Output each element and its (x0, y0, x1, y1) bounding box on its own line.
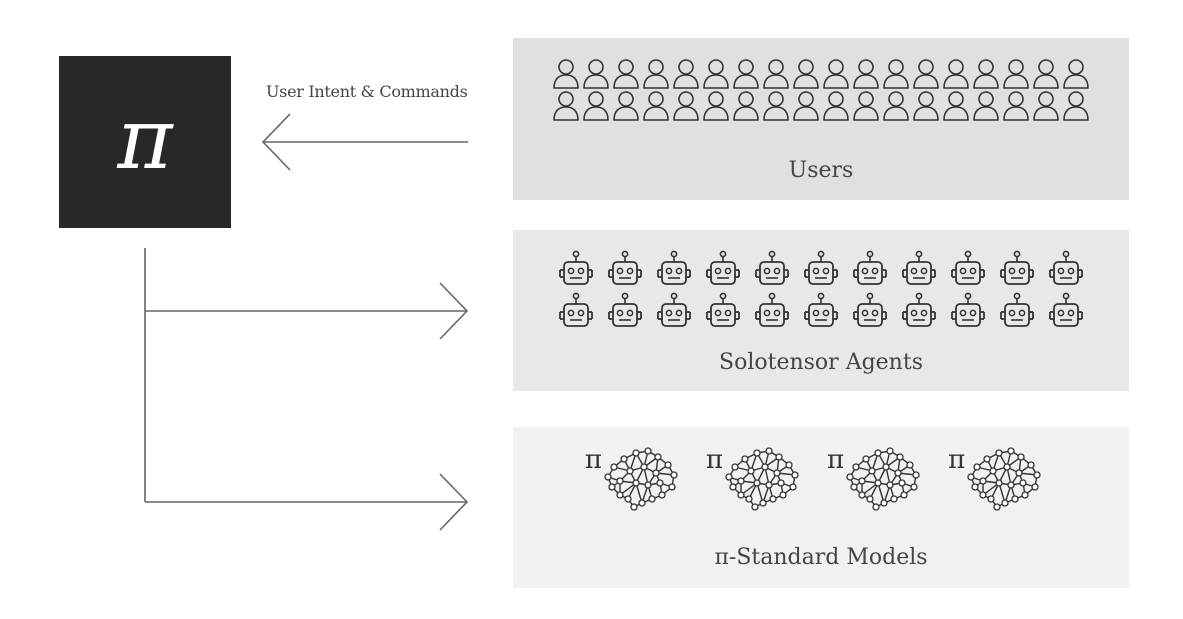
user-icon (641, 90, 671, 122)
robot-icon (1048, 292, 1084, 330)
users-label: Users (788, 158, 854, 183)
model-pi-prefix: π (948, 445, 966, 475)
robot-icon (754, 292, 790, 330)
agents-icon-row-2 (513, 292, 1129, 330)
pi-logo-glyph: π (117, 90, 173, 188)
user-icon (611, 90, 641, 122)
robot-icon (852, 250, 888, 288)
robot-icon (607, 292, 643, 330)
brain-network-icon (721, 445, 799, 511)
robot-icon (705, 292, 741, 330)
users-panel: Users (513, 38, 1129, 200)
models-panel: π π π π π-Standard Models (513, 427, 1129, 588)
user-icon (581, 90, 611, 122)
model-pi-prefix: π (584, 445, 602, 475)
user-icon (671, 90, 701, 122)
pi-logo-block: π (59, 56, 231, 228)
user-icon (1001, 58, 1031, 90)
agents-label: Solotensor Agents (719, 350, 923, 375)
user-icon (611, 58, 641, 90)
users-icon-row-1 (513, 58, 1129, 90)
robot-icon (558, 250, 594, 288)
user-icon (971, 90, 1001, 122)
agents-icon-row-1 (513, 250, 1129, 288)
user-icon (941, 58, 971, 90)
robot-icon (999, 250, 1035, 288)
brain-network-icon (842, 445, 920, 511)
robot-icon (999, 292, 1035, 330)
user-icon (701, 90, 731, 122)
user-intent-label: User Intent & Commands (266, 82, 468, 101)
user-icon (551, 90, 581, 122)
user-icon (791, 58, 821, 90)
user-icon (911, 90, 941, 122)
user-icon (821, 58, 851, 90)
user-icon (1061, 58, 1091, 90)
user-icon (971, 58, 1001, 90)
user-icon (1031, 90, 1061, 122)
robot-icon (950, 292, 986, 330)
brain-network-icon (600, 445, 678, 511)
model-pi-prefix: π (827, 445, 845, 475)
arrow-pi-to-agents (144, 248, 469, 502)
model-item: π (827, 445, 920, 511)
model-pi-prefix: π (705, 445, 723, 475)
user-icon (671, 58, 701, 90)
agents-panel: Solotensor Agents (513, 230, 1129, 391)
robot-icon (803, 292, 839, 330)
robot-icon (656, 292, 692, 330)
robot-icon (950, 250, 986, 288)
robot-icon (901, 292, 937, 330)
user-icon (701, 58, 731, 90)
user-icon (941, 90, 971, 122)
user-icon (791, 90, 821, 122)
users-icon-row-2 (513, 90, 1129, 122)
user-icon (881, 90, 911, 122)
user-icon (581, 58, 611, 90)
user-icon (1001, 90, 1031, 122)
robot-icon (852, 292, 888, 330)
user-icon (641, 58, 671, 90)
user-icon (731, 58, 761, 90)
user-icon (731, 90, 761, 122)
arrow-pi-to-models (145, 473, 469, 531)
user-icon (1061, 90, 1091, 122)
robot-icon (656, 250, 692, 288)
user-icon (911, 58, 941, 90)
robot-icon (558, 292, 594, 330)
user-icon (551, 58, 581, 90)
model-item: π (585, 445, 678, 511)
robot-icon (754, 250, 790, 288)
user-icon (851, 58, 881, 90)
model-item: π (706, 445, 799, 511)
robot-icon (803, 250, 839, 288)
models-label: π-Standard Models (714, 545, 928, 570)
user-icon (761, 58, 791, 90)
model-item: π (948, 445, 1041, 511)
robot-icon (901, 250, 937, 288)
robot-icon (705, 250, 741, 288)
user-icon (881, 58, 911, 90)
robot-icon (607, 250, 643, 288)
user-icon (851, 90, 881, 122)
user-icon (1031, 58, 1061, 90)
robot-icon (1048, 250, 1084, 288)
brain-network-icon (963, 445, 1041, 511)
user-icon (761, 90, 791, 122)
arrow-users-to-pi (261, 113, 468, 171)
user-icon (821, 90, 851, 122)
